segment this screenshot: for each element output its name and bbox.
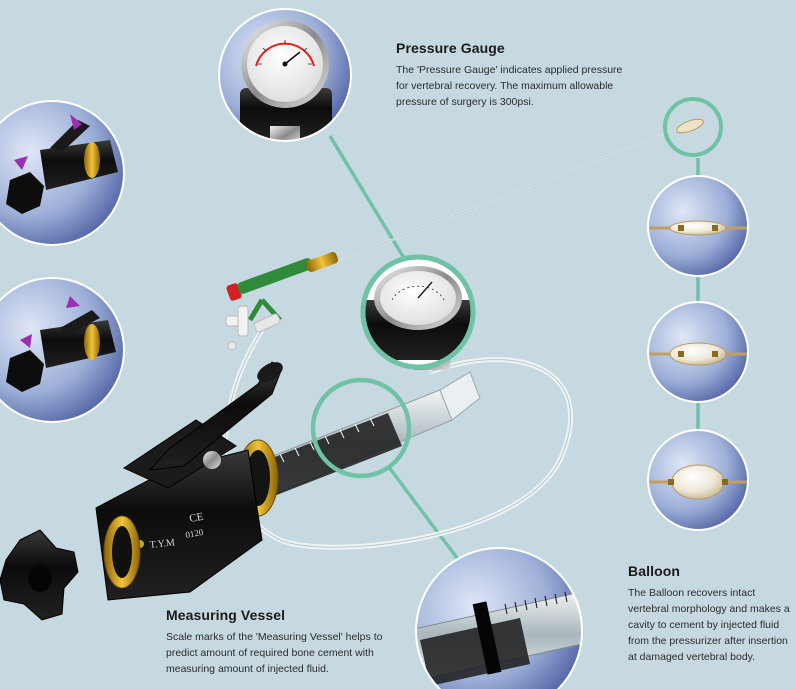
pressure-gauge-caption: Pressure Gauge The 'Pressure Gauge' indi…	[396, 40, 636, 110]
handle-detail-callout-1	[0, 100, 125, 246]
brand-label: T.Y.M	[149, 537, 175, 551]
measuring-vessel-description: Scale marks of the 'Measuring Vessel' he…	[166, 631, 383, 675]
code-label: 0120	[185, 527, 205, 540]
star-knob	[0, 529, 79, 621]
balloon-stage-1-callout	[647, 175, 749, 277]
measuring-vessel-title: Measuring Vessel	[166, 607, 286, 623]
callout-connectors	[328, 135, 700, 564]
balloon-stage-2-callout	[647, 301, 749, 403]
balloon-caption: Balloon The Balloon recovers intact vert…	[628, 563, 793, 665]
balloon-stage-3-callout	[647, 429, 749, 531]
stopcock	[225, 305, 281, 351]
measuring-vessel-callout	[415, 547, 583, 689]
catheter-connector	[225, 252, 338, 351]
syringe-barrel	[249, 371, 481, 501]
pressure-gauge-description: The 'Pressure Gauge' indicates applied p…	[396, 64, 623, 108]
pressure-gauge-device	[360, 254, 476, 370]
handle-detail-callout-2	[0, 277, 125, 423]
balloon-description: The Balloon recovers intact vertebral mo…	[628, 587, 790, 663]
measuring-vessel-caption: Measuring Vessel Scale marks of the 'Mea…	[166, 607, 406, 677]
pressure-gauge-callout	[218, 8, 352, 142]
measuring-vessel-ring	[310, 377, 412, 479]
balloon-tip-callout	[663, 97, 723, 157]
ce-label: CE	[188, 511, 204, 525]
pressure-gauge-title: Pressure Gauge	[396, 40, 505, 56]
balloon-title: Balloon	[628, 563, 681, 579]
